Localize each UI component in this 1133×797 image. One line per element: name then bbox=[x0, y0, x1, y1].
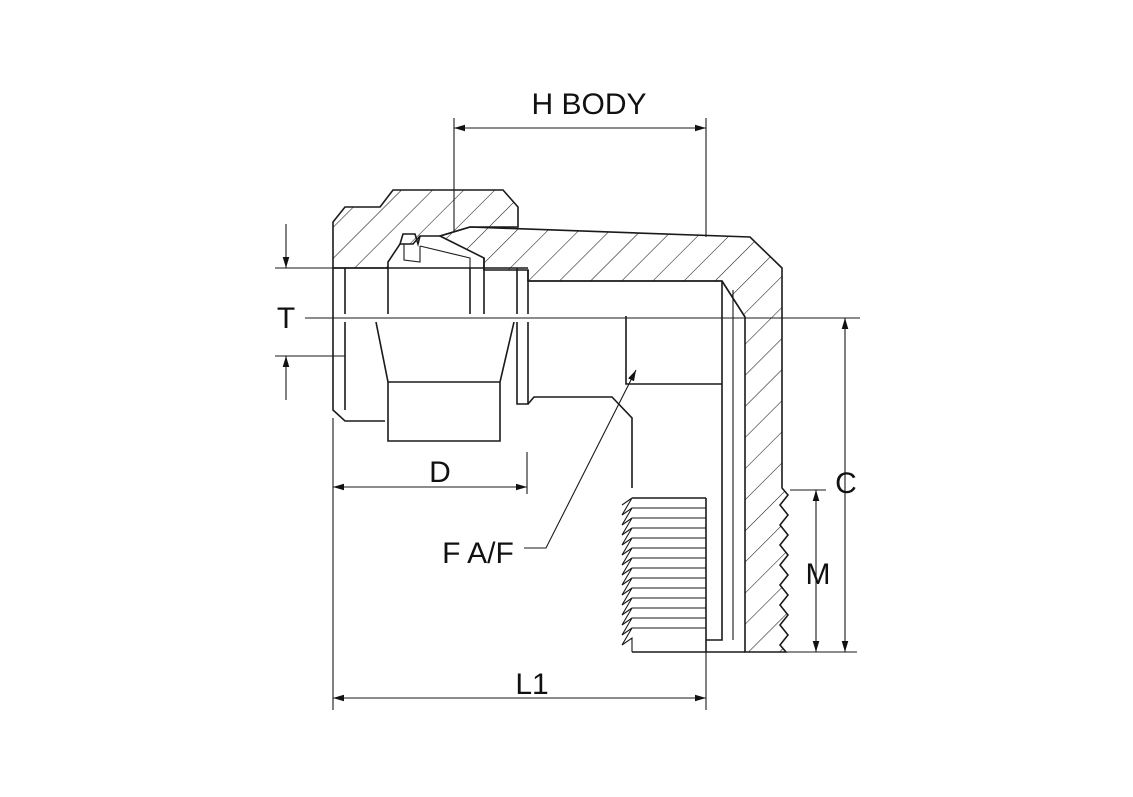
label-c: C bbox=[835, 467, 857, 500]
dimension-c bbox=[786, 318, 857, 653]
label-t: T bbox=[277, 302, 295, 335]
centerlines bbox=[305, 290, 860, 640]
dimension-d bbox=[333, 452, 528, 494]
label-l1: L1 bbox=[515, 668, 548, 701]
dimension-h-body bbox=[453, 118, 707, 237]
label-h-body: H BODY bbox=[531, 88, 646, 121]
ferrule-outline bbox=[332, 233, 746, 641]
dimension-l1 bbox=[332, 418, 707, 710]
dimension-m bbox=[790, 489, 826, 652]
label-f-af: F A/F bbox=[442, 537, 514, 570]
label-d: D bbox=[429, 456, 451, 489]
leader-f-af bbox=[524, 369, 637, 549]
body-section bbox=[437, 226, 790, 653]
male-thread bbox=[621, 497, 745, 653]
nut-section bbox=[332, 189, 519, 269]
label-m: M bbox=[806, 558, 831, 591]
dimension-t bbox=[275, 224, 345, 400]
